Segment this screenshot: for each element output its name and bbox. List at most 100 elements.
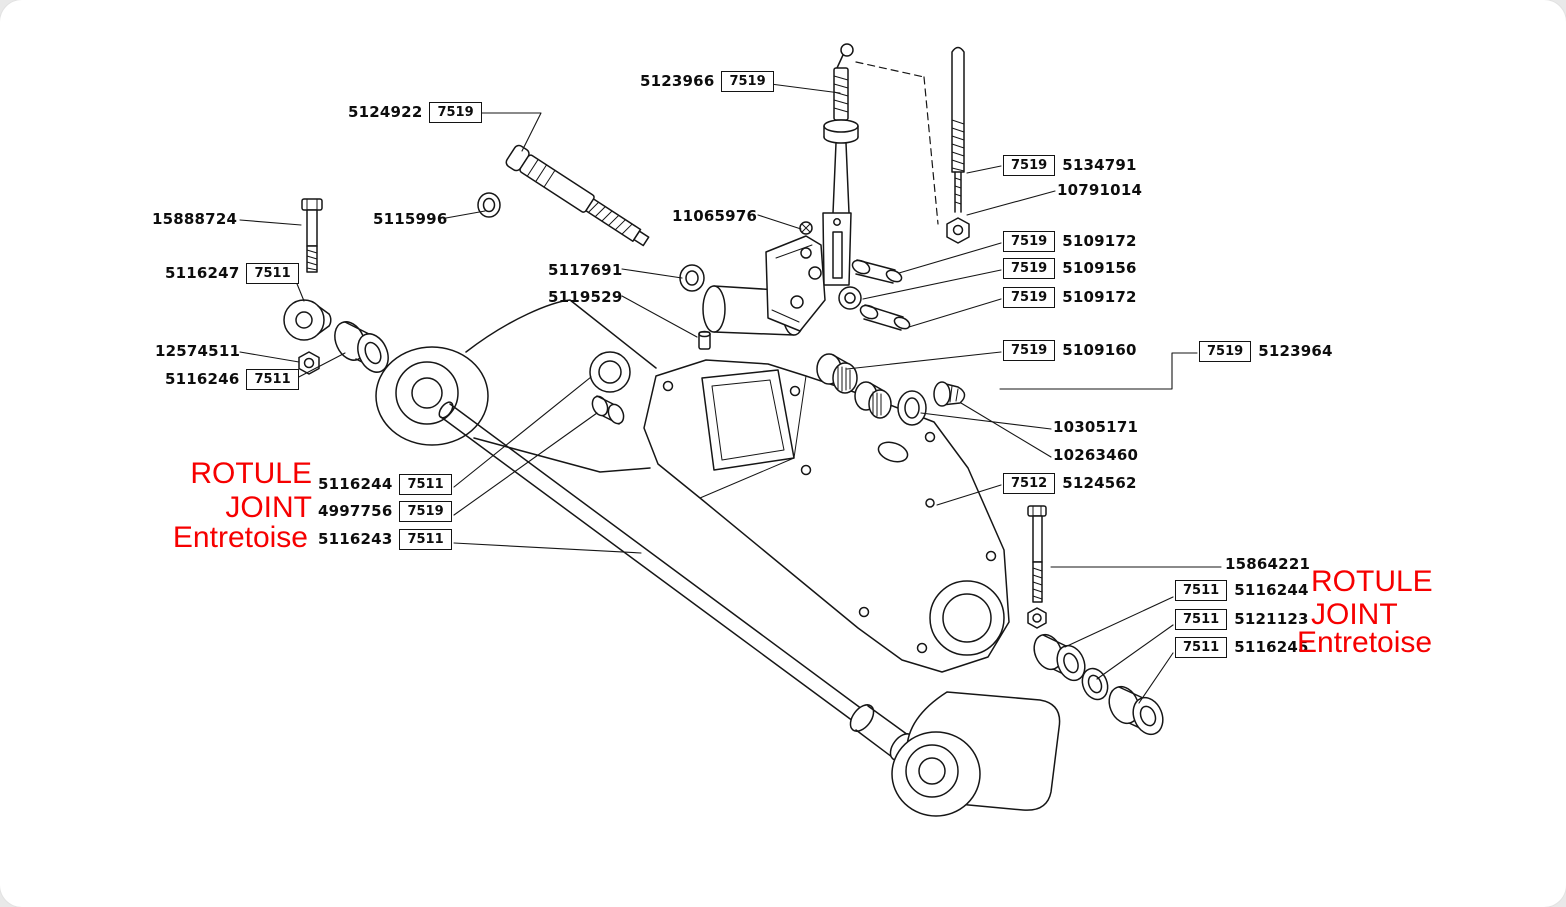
annotation-entretoise-left: Entretoise xyxy=(172,521,308,554)
part-number: 5109160 xyxy=(1062,341,1137,359)
ref-box: 7511 xyxy=(246,262,299,284)
ref-box: 7519 xyxy=(1003,339,1056,361)
ref-box: 7519 xyxy=(721,70,774,92)
part-number: 5109156 xyxy=(1062,259,1137,277)
alignment-dashes xyxy=(855,61,939,225)
label-5119529: 5119529 xyxy=(548,286,622,308)
label-10263460: 10263460 xyxy=(1053,444,1138,466)
ref-box: 7519 xyxy=(1003,286,1056,308)
label-5121123: 7511 5121123 xyxy=(1175,608,1309,630)
label-5116244-front: 5116244 7511 xyxy=(318,473,452,495)
label-5109172-lower: 7519 5109172 xyxy=(1003,286,1137,308)
ref-box: 7512 xyxy=(1003,472,1056,494)
part-number: 11065976 xyxy=(672,207,758,225)
label-5116243: 5116243 7511 xyxy=(318,528,452,550)
ref-box: 7511 xyxy=(399,473,452,495)
part-number: 15888724 xyxy=(152,210,238,228)
label-15888724: 15888724 xyxy=(152,208,237,230)
label-5109160: 7519 5109160 xyxy=(1003,339,1137,361)
splined-coupling-5109160 xyxy=(816,353,858,394)
bushing-5116245 xyxy=(1108,685,1164,736)
ref-box: 7511 xyxy=(399,528,452,550)
part-number: 5116246 xyxy=(165,370,240,388)
bushing-5116244-rear xyxy=(1033,633,1086,682)
part-number: 10305171 xyxy=(1053,418,1139,436)
nut-12574511 xyxy=(298,351,320,375)
lift-rod xyxy=(438,401,915,761)
part-number: 5116243 xyxy=(318,530,393,548)
label-15864221: 15864221 xyxy=(1225,553,1310,575)
label-5109156: 7519 5109156 xyxy=(1003,257,1137,279)
ref-box: 7511 xyxy=(246,368,299,390)
upper-link-rod xyxy=(505,144,650,247)
label-11065976: 11065976 xyxy=(672,205,757,227)
annotation-rotule-left: ROTULE xyxy=(190,457,312,490)
bushing-5116246 xyxy=(334,321,389,373)
label-5117691: 5117691 xyxy=(548,259,622,281)
front-ball-joint xyxy=(375,299,657,473)
label-4997756: 4997756 7519 xyxy=(318,500,452,522)
part-number: 5117691 xyxy=(548,261,623,279)
label-5123964: 7519 5123964 xyxy=(1199,340,1333,362)
label-5116247: 5116247 7511 xyxy=(165,262,299,284)
part-number: 5134791 xyxy=(1062,156,1137,174)
ref-box: 7519 xyxy=(1003,154,1056,176)
ref-box: 7519 xyxy=(1199,340,1252,362)
ref-box: 7519 xyxy=(429,101,482,123)
clevis-bracket xyxy=(765,221,826,332)
spacer-5116247 xyxy=(283,299,332,341)
part-number: 5116245 xyxy=(1234,638,1309,656)
snap-ring-5115996 xyxy=(477,192,501,218)
label-5116245: 7511 5116245 xyxy=(1175,636,1309,658)
plug-10263460 xyxy=(933,381,966,407)
label-10791014: 10791014 xyxy=(1057,179,1142,201)
rear-ball-joint xyxy=(891,691,1061,817)
ref-box: 7511 xyxy=(1175,636,1228,658)
part-number: 5116244 xyxy=(1234,581,1309,599)
part-number: 5109172 xyxy=(1062,288,1137,306)
ref-box: 7519 xyxy=(399,500,452,522)
annotation-joint-right: JOINT xyxy=(1311,598,1398,631)
annotation-rotule-right: ROTULE xyxy=(1311,565,1433,598)
part-number: 5123966 xyxy=(640,72,715,90)
part-number: 15864221 xyxy=(1225,555,1311,573)
part-number: 10791014 xyxy=(1057,181,1143,199)
label-12574511: 12574511 xyxy=(155,340,240,362)
bolt-15888724 xyxy=(301,198,323,273)
adjusting-screw-assembly xyxy=(946,46,970,244)
ref-box: 7511 xyxy=(1175,579,1228,601)
bolt-15864221 xyxy=(1027,505,1047,629)
lift-arm-body xyxy=(643,359,1010,673)
label-5124922: 5124922 7519 xyxy=(348,101,482,123)
ref-box: 7519 xyxy=(1003,230,1056,252)
label-5134791: 7519 5134791 xyxy=(1003,154,1137,176)
part-number: 5124922 xyxy=(348,103,423,121)
label-5116244-rear: 7511 5116244 xyxy=(1175,579,1309,601)
part-number: 5116244 xyxy=(318,475,393,493)
pin-5109172-upper xyxy=(851,259,903,284)
ref-box: 7519 xyxy=(1003,257,1056,279)
label-10305171: 10305171 xyxy=(1053,416,1138,438)
annotation-entretoise-right: Entretoise xyxy=(1297,626,1433,659)
part-number: 5121123 xyxy=(1234,610,1309,628)
part-number: 5116247 xyxy=(165,264,240,282)
leveling-crank-assembly xyxy=(822,43,859,286)
part-number: 5109172 xyxy=(1062,232,1137,250)
annotation-joint-left: JOINT xyxy=(225,491,312,524)
seal-ring-10305171 xyxy=(897,390,927,426)
splined-coupling-2 xyxy=(854,381,892,419)
part-number: 5124562 xyxy=(1062,474,1137,492)
part-number: 10263460 xyxy=(1053,446,1139,464)
ring-5121123 xyxy=(1081,667,1109,701)
ring-5109156 xyxy=(838,286,862,310)
label-5109172-upper: 7519 5109172 xyxy=(1003,230,1137,252)
label-5116246: 5116246 7511 xyxy=(165,368,299,390)
pin-5109172-lower xyxy=(859,304,911,331)
part-number: 5115996 xyxy=(373,210,448,228)
bushing-5117691 xyxy=(679,264,705,292)
label-5124562: 7512 5124562 xyxy=(1003,472,1137,494)
pin-5119529 xyxy=(698,330,711,350)
label-5115996: 5115996 xyxy=(373,208,447,230)
